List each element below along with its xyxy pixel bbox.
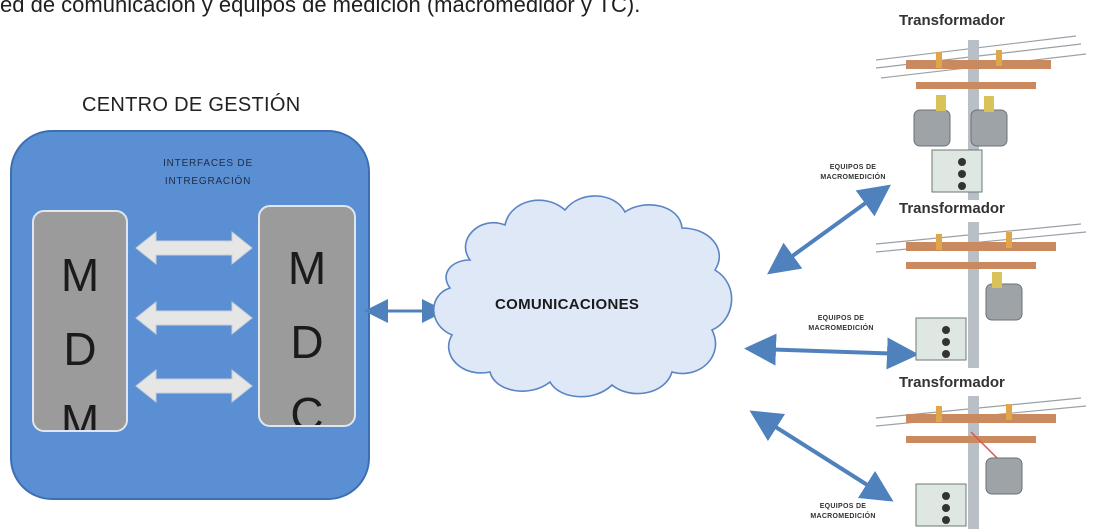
link-arrow-site-2 [744,333,919,370]
integration-arrow [135,368,253,404]
mdm-letter: M [60,395,100,432]
mdm-letter: D [63,323,97,375]
link-arrow-site-3 [749,410,894,502]
interfaces-label-line1: INTERFACES DE [163,158,253,169]
integration-arrow [135,300,253,336]
equipos-label-line1: EQUIPOS DE [829,164,877,171]
equipos-label: EQUIPOS DE MACROMEDICIÓN [798,163,908,183]
equipos-label: EQUIPOS DE MACROMEDICIÓN [786,314,896,334]
interfaces-label: INTERFACES DE INTREGRACIÓN [138,155,278,191]
transformer-pole-image [876,396,1086,529]
communications-cloud [433,195,733,398]
cloud-label: COMUNICACIONES [495,296,640,313]
interfaces-label-line2: INTREGRACIÓN [164,176,252,187]
mdc-module: M D C [258,205,356,427]
link-arrow-site-1 [767,184,891,275]
equipos-label: EQUIPOS DE MACROMEDICIÓN [788,502,898,522]
transformer-label: Transformador [899,12,1005,29]
equipos-label-line2: MACROMEDICIÓN [820,174,886,181]
equipos-label-line1: EQUIPOS DE [817,315,865,322]
transformer-pole-image [876,35,1086,200]
equipos-label-line2: MACROMEDICIÓN [808,325,874,332]
top-caption: ed de comunicación y equipos de medición… [0,0,641,17]
equipos-label-line2: MACROMEDICIÓN [810,513,876,520]
transformer-label: Transformador [899,200,1005,217]
integration-arrow [135,230,253,266]
transformer-pole-image [876,222,1086,368]
mdc-letter: M [287,242,327,294]
mdm-letter: M [60,249,100,301]
mdc-letter: C [290,388,324,427]
mdc-letter: D [290,316,324,368]
mdm-module: M D M [32,210,128,432]
transformer-label: Transformador [899,374,1005,391]
centro-title: CENTRO DE GESTIÓN [82,94,301,116]
equipos-label-line1: EQUIPOS DE [819,503,867,510]
